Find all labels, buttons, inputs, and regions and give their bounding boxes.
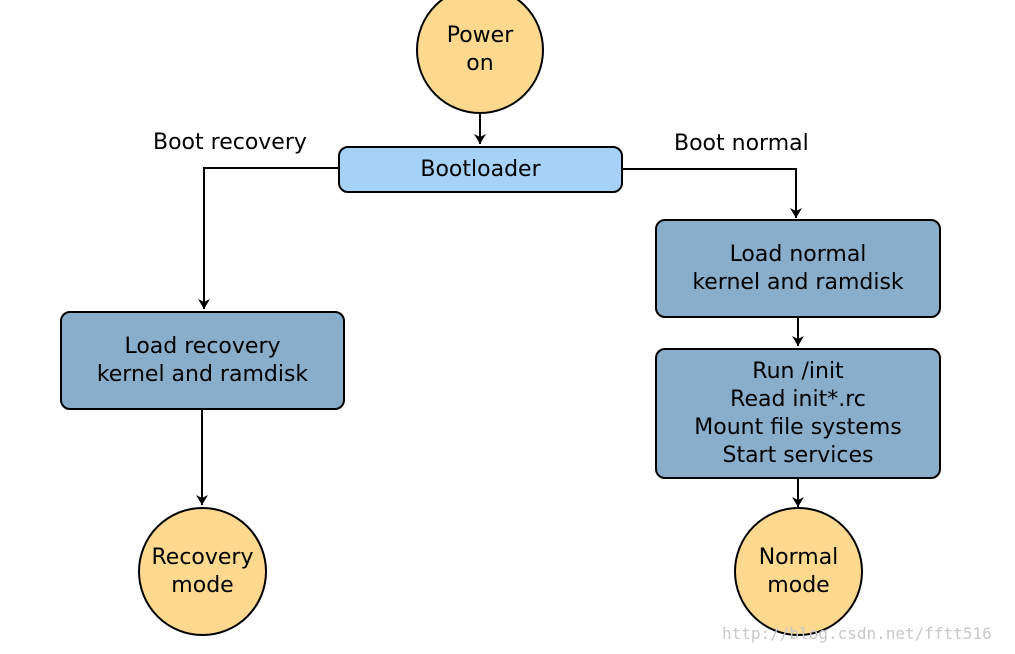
init-step-3: Mount file systems	[694, 414, 902, 440]
init-steps-node: Run /init Read init*.rc Mount file syste…	[655, 348, 941, 479]
edge-label-boot-recovery: Boot recovery	[153, 130, 307, 155]
load-normal-node: Load normal kernel and ramdisk	[655, 219, 941, 318]
load-recovery-node: Load recovery kernel and ramdisk	[60, 311, 345, 410]
edge-bootloader-to-load-recovery	[198, 167, 338, 309]
edge-label-boot-normal: Boot normal	[674, 131, 809, 156]
load-recovery-line-1: Load recovery	[124, 333, 281, 359]
load-normal-line-1: Load normal	[729, 241, 867, 267]
bootloader-label: Bootloader	[420, 156, 541, 182]
watermark: http://blog.csdn.net/fftt516	[722, 624, 992, 643]
edge-bootloader-to-load-normal	[623, 168, 802, 218]
normal-mode-node: Normal mode	[734, 507, 863, 636]
load-normal-line-2: kernel and ramdisk	[692, 269, 904, 295]
power-on-line-2: on	[466, 51, 494, 76]
normal-mode-line-1: Normal	[758, 544, 839, 570]
init-step-2: Read init*.rc	[730, 386, 866, 412]
init-step-4: Start services	[722, 442, 874, 468]
load-recovery-line-2: kernel and ramdisk	[96, 361, 309, 387]
recovery-mode-node: Recovery mode	[138, 507, 267, 636]
bootloader-node: Bootloader	[338, 146, 623, 193]
recovery-mode-line-2: mode	[171, 572, 234, 598]
power-on-line-1: Power	[446, 23, 514, 48]
init-step-1: Run /init	[752, 358, 844, 384]
power-on-node: Power on	[416, 0, 544, 114]
normal-mode-line-2: mode	[767, 572, 830, 598]
recovery-mode-line-1: Recovery	[151, 544, 254, 570]
